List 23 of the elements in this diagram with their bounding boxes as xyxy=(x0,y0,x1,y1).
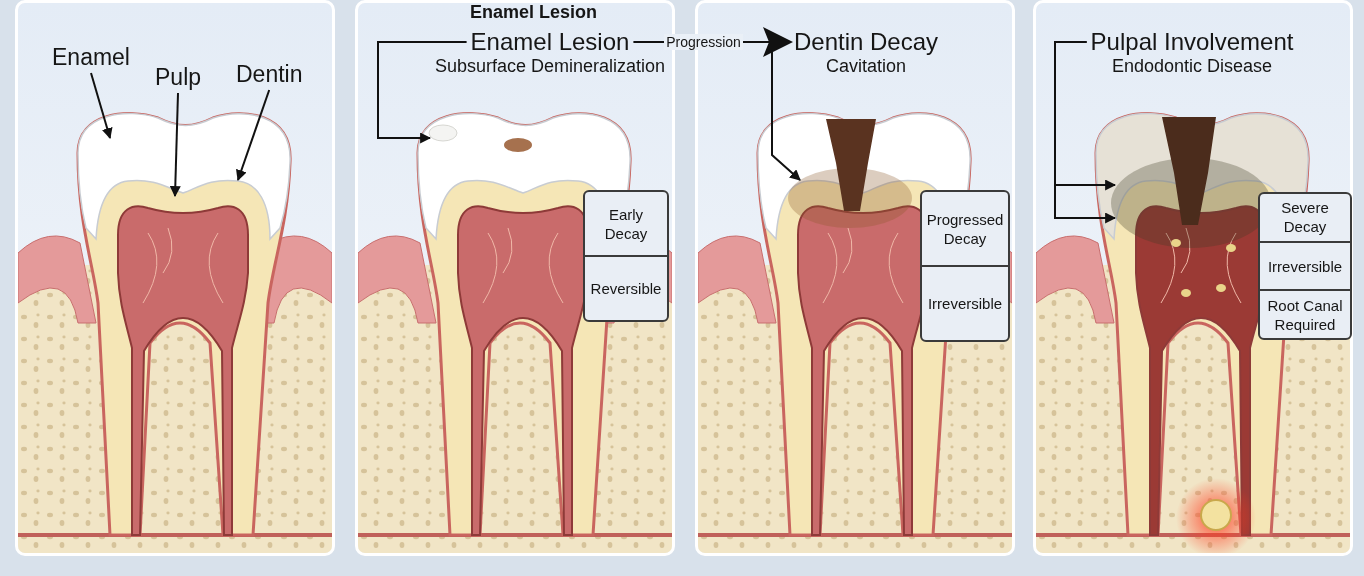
leader-arrow xyxy=(1054,41,1117,224)
part-label: Dentin xyxy=(236,61,303,88)
status-text: Root Canal Required xyxy=(1260,289,1350,338)
status-text: Irreversible xyxy=(1260,240,1350,290)
leader-arrow xyxy=(90,72,113,140)
leader-arrow xyxy=(236,89,271,182)
heading-text: Enamel Lesion xyxy=(470,2,598,23)
status-text: Irreversible xyxy=(922,265,1008,340)
edge-label: Progression xyxy=(664,34,743,50)
stage-heading: Pulpal Involvement xyxy=(1090,28,1294,56)
leader-arrow xyxy=(377,41,468,144)
status-text: Early Decay xyxy=(603,204,649,244)
stage-heading: Dentin Decay xyxy=(793,28,939,56)
status-text: Reversible xyxy=(585,255,667,320)
stage-subheading: Cavitation xyxy=(825,56,906,77)
stage-heading: Enamel Lesion xyxy=(470,28,630,56)
part-label: Pulp xyxy=(155,64,202,91)
status-text: Severe Decay xyxy=(1280,198,1330,238)
stage-subheading: Subsurface Demineralization xyxy=(434,56,666,77)
part-label: Enamel xyxy=(52,44,130,71)
status-text: Progressed Decay xyxy=(925,209,1005,249)
stage-subheading: Endodontic Disease xyxy=(1111,56,1273,77)
leader-arrow xyxy=(169,92,181,198)
